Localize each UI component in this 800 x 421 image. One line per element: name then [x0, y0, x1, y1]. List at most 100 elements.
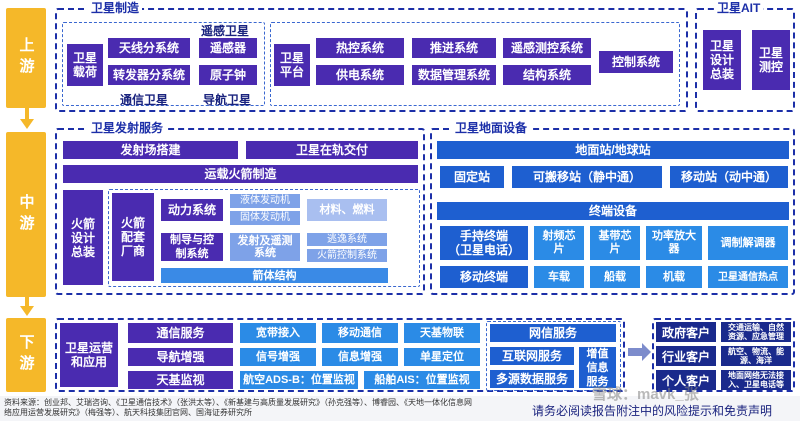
stage-arrow-stem	[25, 297, 29, 309]
clients-frame	[652, 318, 795, 392]
thermal-label: 热控系统	[335, 41, 384, 55]
design-label: 卫星 设计 总装	[709, 39, 734, 81]
ground-frame	[430, 128, 795, 295]
body-label: 箭体结构	[252, 269, 297, 282]
stage-midstream: 中游	[6, 132, 46, 297]
stage-upstream-label: 上游	[17, 37, 35, 79]
structure-box: 结构系统	[503, 65, 591, 85]
platform-frame	[270, 22, 680, 106]
control-box: 控制系统	[599, 51, 673, 73]
ground-station-box: 地面站/地球站	[437, 141, 789, 159]
ship-label: 船载	[604, 270, 626, 283]
power-box: 供电系统	[316, 65, 404, 85]
liquid-engine-box: 液体发动机	[230, 194, 300, 208]
network-service-label: 网信服务	[528, 326, 577, 340]
network-frame	[486, 321, 621, 391]
launch-telemetry-box: 发射及遥测 系统	[230, 233, 300, 261]
handheld-label: 手持终端 （卫星电话）	[447, 229, 520, 257]
ops-box: 卫星运营 和应用	[60, 323, 118, 387]
single-point-box: 单星定位	[404, 348, 480, 366]
single-point-label: 单星定位	[420, 350, 464, 363]
payload-box: 卫星 载荷	[67, 44, 103, 86]
liquid-engine-label: 液体发动机	[240, 195, 290, 206]
remote-sensor-box: 遥感器	[199, 38, 257, 58]
structure-label: 结构系统	[522, 68, 571, 82]
info-enh-label: 信息增强	[338, 350, 382, 363]
rocket-design-box: 火箭 设计 总装	[63, 190, 103, 285]
platform-label: 卫星 平台	[279, 51, 304, 79]
ground-station-label: 地面站/地球站	[575, 143, 651, 157]
modem-label: 调制解调器	[720, 236, 776, 249]
thermal-box: 热控系统	[316, 38, 404, 58]
stage-upstream: 上游	[6, 8, 46, 108]
value-add-label: 增值 信息 服务	[586, 347, 609, 388]
terminal-label: 终端设备	[588, 204, 637, 218]
launch-telemetry-label: 发射及遥测 系统	[237, 235, 293, 259]
handheld-box: 手持终端 （卫星电话）	[440, 226, 528, 260]
internet-box: 互联网服务	[490, 347, 574, 365]
ops-label: 卫星运营 和应用	[64, 341, 113, 369]
platform-box: 卫星 平台	[274, 44, 310, 86]
control-label: 控制系统	[611, 55, 660, 69]
launch-title: 卫星发射服务	[88, 121, 167, 135]
portable-label: 可搬移站（静中通）	[532, 170, 641, 184]
remote-sensor-label: 遥感器	[209, 41, 246, 55]
escape-box: 逃逸系统	[307, 233, 387, 246]
nav-sat-label: 导航卫星	[203, 93, 252, 107]
fixed-label: 固定站	[453, 170, 490, 184]
amp-box: 功率放大 器	[646, 226, 702, 260]
terminal-box: 终端设备	[437, 202, 789, 220]
orbit-delivery-box: 卫星在轨交付	[246, 141, 418, 159]
source-note: 资料来源：创业邦、艾瑞咨询、《卫星通信技术》（张洪太等）、《新基建与高质量发展研…	[4, 398, 472, 417]
gov-client-label: 政府客户	[661, 325, 710, 340]
multi-source-label: 多源数据服务	[495, 372, 568, 386]
broadband-box: 宽带接入	[240, 323, 316, 343]
multi-source-box: 多源数据服务	[490, 370, 574, 388]
footer: 资料来源：创业邦、艾瑞咨询、《卫星通信技术》（张洪太等）、《新基建与高质量发展研…	[0, 396, 800, 421]
solid-engine-box: 固体发动机	[230, 211, 300, 225]
ship-ais-label: 船舶AIS：位置监视	[374, 373, 470, 386]
industry-detail-box: 航空、物流、能 源、海洋	[721, 346, 791, 366]
network-service-box: 网信服务	[490, 324, 616, 342]
tiantong-box: 天基物联	[404, 323, 480, 343]
personal-detail-label: 地面网络无法接 入、卫星电话等	[728, 371, 784, 389]
atomic-clock-label: 原子钟	[209, 68, 246, 82]
vehicle-label: 车载	[548, 270, 570, 283]
gov-client-box: 政府客户	[656, 322, 716, 342]
tiantong-label: 天基物联	[420, 326, 464, 339]
orbit-delivery-label: 卫星在轨交付	[295, 143, 368, 157]
propulsion-box: 推进系统	[412, 38, 496, 58]
mobile-terminal-label: 移动终端	[459, 270, 508, 284]
manufacturing-frame	[55, 8, 688, 112]
ads-b-label: 航空ADS-B：位置监视	[243, 373, 355, 386]
rocket-control-box: 火箭控制系统	[307, 249, 387, 262]
industry-client-box: 行业客户	[656, 346, 716, 366]
mobile-label: 移动站（动中通）	[680, 170, 777, 184]
industry-client-label: 行业客户	[661, 349, 710, 364]
ads-b-box: 航空ADS-B：位置监视	[240, 371, 358, 389]
aircraft-label: 机载	[663, 270, 685, 283]
stage-downstream: 下游	[6, 318, 46, 392]
gov-detail-box: 交通运输、自然 资源、应急管理	[721, 322, 791, 342]
control-sys-box: 制导与控 制系统	[161, 233, 223, 261]
watermark-text: 雪球：mavk_张	[592, 386, 699, 403]
rocket-parts-frame	[108, 189, 420, 287]
space-monitor-box: 天基监视	[128, 371, 233, 389]
mobile-box: 移动站（动中通）	[670, 166, 788, 188]
aircraft-box: 机载	[646, 266, 702, 288]
payload-label: 卫星 载荷	[72, 51, 97, 79]
stage-downstream-label: 下游	[17, 334, 35, 376]
ait-title: 卫星AIT	[714, 1, 764, 15]
rocket-control-label: 火箭控制系统	[317, 249, 377, 261]
rf-chip-box: 射频芯 片	[534, 226, 584, 260]
testing-label: 卫星 测控	[758, 46, 783, 74]
vehicle-box: 车载	[534, 266, 584, 288]
data-mgmt-box: 数据管理系统	[412, 65, 496, 85]
launch-site-label: 发射场搭建	[120, 143, 181, 157]
personal-client-box: 个人客户	[656, 370, 716, 390]
stage-arrow-down-icon	[20, 119, 34, 129]
ground-title: 卫星地面设备	[452, 121, 531, 135]
transponder-box: 转发器分系统	[108, 65, 190, 85]
antenna-box: 天线分系统	[108, 38, 190, 58]
escape-label: 逃逸系统	[327, 233, 367, 245]
